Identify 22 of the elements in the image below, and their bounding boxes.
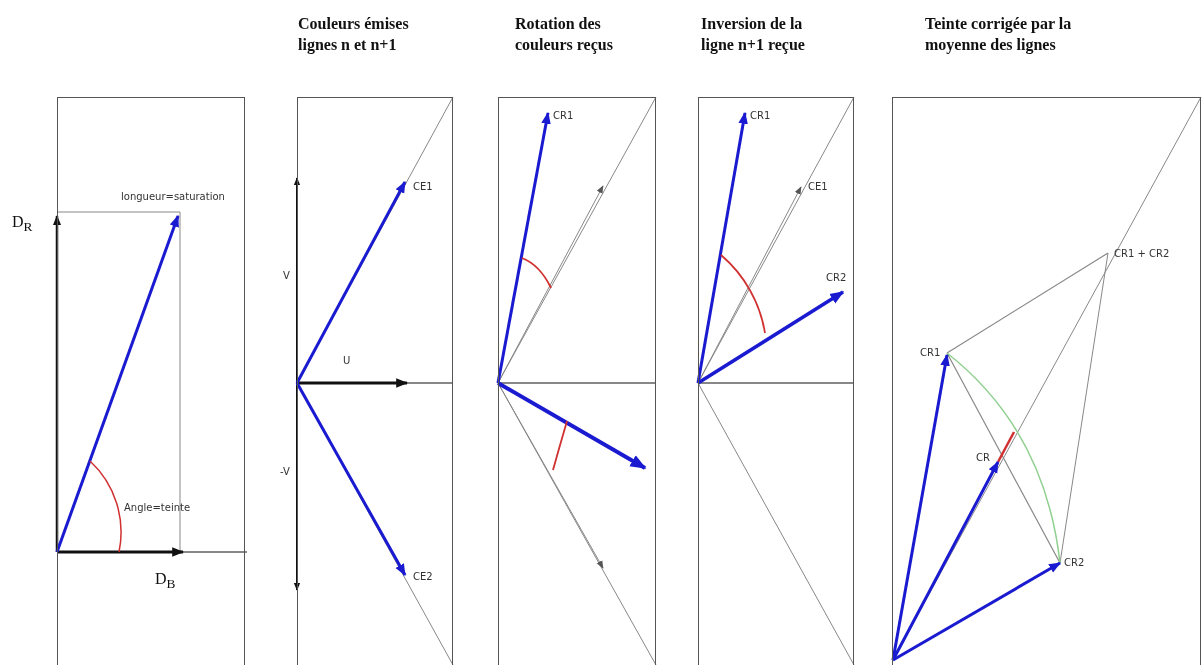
panel-heading: Couleurs émises lignes n et n+1 bbox=[298, 14, 410, 55]
panel-heading: Teinte corrigée par la moyenne des lignes bbox=[925, 14, 1073, 55]
axis-label: D$_{B}$ bbox=[155, 570, 176, 594]
vector-label: CR bbox=[976, 452, 990, 464]
vector-label: CE2 bbox=[413, 571, 433, 583]
axis-label: D$_{R}$ bbox=[12, 213, 33, 237]
vector-label: longueur=saturation bbox=[121, 191, 225, 203]
vector-label: CE1 bbox=[808, 181, 828, 193]
vector-label: CR2 bbox=[826, 272, 847, 284]
diagram-panel bbox=[57, 97, 245, 665]
axis-label: V bbox=[283, 270, 290, 282]
vector-label: CR1 bbox=[750, 110, 771, 122]
vector-label: CR1 bbox=[920, 347, 941, 359]
vector-label: CE1 bbox=[413, 181, 433, 193]
panel-heading: Inversion de la ligne n+1 reçue bbox=[701, 14, 806, 55]
vector-label: CR1 bbox=[553, 110, 574, 122]
panel-heading: Rotation des couleurs reçus bbox=[515, 14, 614, 55]
axis-label: U bbox=[343, 355, 351, 367]
angle-label: Angle=teinte bbox=[124, 502, 191, 514]
vector-label: CR2 bbox=[1064, 557, 1085, 569]
axis-label: -V bbox=[280, 466, 290, 478]
vector-label: CR1 + CR2 bbox=[1114, 248, 1170, 260]
